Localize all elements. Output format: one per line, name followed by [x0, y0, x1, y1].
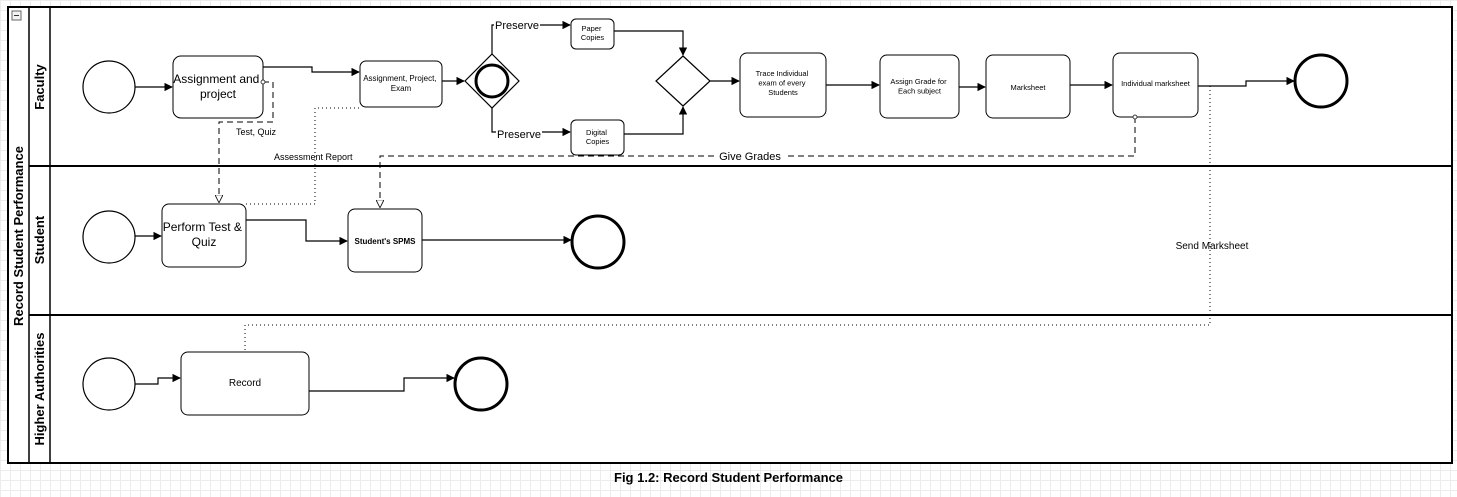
flow-individual-to-end: [1198, 76, 1295, 87]
student-end-event[interactable]: [570, 214, 626, 270]
record-label: Record: [229, 378, 261, 389]
perform-test-quiz-label: Perform Test & Quiz: [163, 220, 245, 249]
event-based-gateway[interactable]: [464, 53, 520, 109]
marksheet-label: Marksheet: [1010, 83, 1046, 92]
preserve-top-label: Preserve: [495, 20, 539, 32]
faculty-end-event[interactable]: [1293, 53, 1349, 109]
flow-record-to-end: [309, 373, 455, 392]
send-marksheet-label: Send Marksheet: [1176, 241, 1249, 252]
association-assessment-report: [246, 107, 360, 205]
give-grades-label-bg: [716, 151, 784, 163]
digital-copies-label: Digital Copies: [586, 128, 610, 146]
flow-higher-start-to-record: [135, 373, 181, 385]
collapse-icon[interactable]: [11, 10, 22, 21]
higher-start-event[interactable]: [82, 357, 136, 411]
paper-copies-task[interactable]: [570, 18, 615, 50]
individual-marksheet-task[interactable]: [1112, 52, 1199, 118]
merge-gateway[interactable]: [655, 55, 711, 107]
individual-marksheet-label: Individual marksheet: [1121, 79, 1191, 88]
test-quiz-label-bg: [233, 126, 280, 137]
paper-copies-label: Paper Copies: [581, 24, 605, 42]
preserve-bottom-label-bg: [496, 128, 542, 141]
perform-test-quiz-task[interactable]: [161, 203, 247, 268]
trace-individual-exam-label: Trace Individual exam of every Students: [756, 69, 811, 97]
assessment-report-label: Assessment Report: [274, 152, 353, 162]
test-quiz-label: Test, Quiz: [236, 127, 277, 137]
preserve-top-label-bg: [494, 19, 540, 32]
record-task[interactable]: [180, 351, 310, 416]
higher-end-event[interactable]: [453, 356, 509, 412]
assignment-project-exam-label: Assignment, Project, Exam: [363, 74, 439, 93]
flow-paper-to-merge: [614, 30, 688, 56]
flow-gateway-to-paper: [491, 20, 571, 54]
association-send-marksheet: [244, 85, 1211, 352]
pool-title: Record Student Performance: [11, 146, 26, 326]
flow-perform-to-spms: [246, 219, 348, 246]
lane-label-student: Student: [32, 215, 47, 264]
figure-caption: Fig 1.2: Record Student Performance: [614, 470, 843, 485]
assign-grade-label: Assign Grade for Each subject: [890, 77, 948, 96]
preserve-bottom-label: Preserve: [497, 129, 541, 141]
students-spms-label: Student's SPMS: [354, 237, 416, 246]
lane-label-higher-authorities: Higher Authorities: [32, 333, 47, 446]
student-start-event[interactable]: [82, 210, 136, 264]
assignment-project-exam-task[interactable]: [359, 60, 443, 108]
give-grades-label: Give Grades: [719, 151, 781, 163]
faculty-start-event[interactable]: [82, 60, 136, 114]
lane-label-faculty: Faculty: [32, 63, 47, 109]
flow-assignment-to-exam: [263, 66, 360, 77]
message-test-quiz: [219, 82, 274, 202]
